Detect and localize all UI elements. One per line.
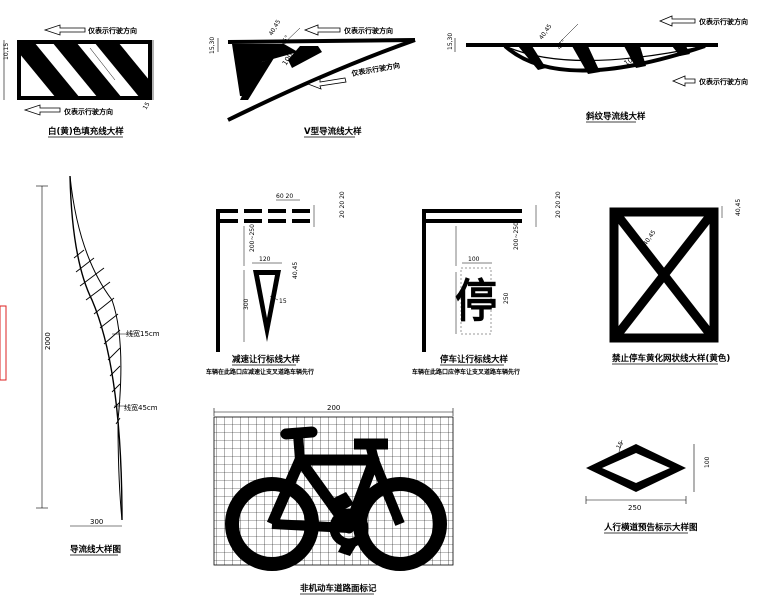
bike-dim-200: 200 [327,404,340,412]
fill-line-title: 白(黄)色填充线大样 [48,126,124,137]
no-parking-detail: 40,45 40,45 禁止停车黄化网状线大样(黄色) [609,199,742,365]
v-channel-detail: 仅表示行驶方向 仅表示行驶方向 15,30 40,45 45° 100 V型导流… [209,18,416,138]
guide-line-dim-300: 300 [90,518,103,526]
yield-dim-120: 120 [259,256,271,263]
diag-channel-arrow-top-label: 仅表示行驶方向 [698,17,748,26]
bicycle-icon [225,426,447,571]
no-parking-title: 禁止停车黄化网状线大样(黄色) [611,353,730,364]
stop-yield-detail: 停 20 20 20 200~250 100 250 停车让行标线大样 车辆在此… [412,191,562,376]
diag-channel-dim-4045: 40,45 [538,23,554,41]
crossing-title: 人行横道预告标示大样图 [604,522,698,533]
arrow-left-icon [43,24,86,36]
v-channel-dim-angle: 45° [280,34,291,47]
yield-line-title: 减速让行标线大样 [232,354,301,365]
arrow-left-icon [303,24,341,36]
yield-dim-15: 15 [279,298,287,305]
diag-channel-dim-angle: 45° [556,38,568,51]
v-channel-arrow-top-label: 仅表示行驶方向 [343,26,393,35]
fill-line-arrow-bottom-label: 仅表示行驶方向 [63,107,113,116]
crossing-dim-250: 250 [628,504,641,512]
diag-channel-title: 斜纹导流线大样 [585,111,646,122]
arrow-left-icon [658,15,696,27]
fill-line-detail: 仅表示行驶方向 仅表示行驶方向 10,15 100 45° 15 白(黄)色填充… [3,24,154,138]
yield-dim-6020: 60 20 [276,193,293,200]
crossing-dim-15: 15 [615,440,625,450]
diag-channel-arrow-bottom-label: 仅表示行驶方向 [698,77,748,86]
yield-line-subtitle: 车辆在此路口应减速让支叉道路车辆先行 [206,368,314,376]
diag-channel-dim-left: 15,30 [447,33,454,50]
guide-line-title: 导流线大样图 [70,544,121,555]
v-channel-dim-4045: 40,45 [268,18,283,37]
fill-line-dim-left: 10,15 [3,43,10,60]
crossing-detail: 15 250 100 人行横道预告标示大样图 [585,439,711,534]
yield-dim-right: 20 20 20 [339,191,346,218]
fill-line-dim-right: 15 [142,101,152,111]
bike-lane-title: 非机动车道路面标记 [300,583,377,594]
v-channel-title: V型导流线大样 [304,126,362,137]
no-parking-dim-a: 40,45 [735,199,742,216]
v-channel-dim-left: 15,30 [209,37,216,54]
yield-dim-4045: 40,45 [292,262,299,279]
crossing-dim-100: 100 [704,456,711,468]
no-parking-dim-b: 40,45 [642,229,658,247]
guide-line-width-15: 线宽15cm [126,329,160,338]
arrow-left-icon [23,104,61,116]
stop-yield-title: 停车让行标线大样 [440,354,509,365]
stop-dim-100: 100 [468,256,480,263]
bike-lane-detail: 200 非机动车道路面标记 [213,404,454,595]
diagonal-channel-detail: 仅表示行驶方向 仅表示行驶方向 15,30 40,45 45° 100 斜纹导流… [447,15,748,123]
guide-line-width-45: 线宽45cm [124,403,158,412]
arrow-left-icon [306,77,347,90]
stop-dim-right: 20 20 20 [555,191,562,218]
stop-dim-200250: 200~250 [513,222,520,250]
stop-yield-subtitle: 车辆在此路口应停车让支叉道路车辆先行 [412,368,520,376]
yield-dim-200250: 200~250 [249,224,256,252]
stop-glyph: 停 [455,275,497,328]
fill-line-arrow-top-label: 仅表示行驶方向 [87,26,137,35]
guide-line-detail: 2000 300 线宽15cm 线宽45cm 导流线大样图 [36,175,160,556]
yield-line-detail: 60 20 20 20 20 200~250 120 40,45 300 15 … [206,191,346,376]
guide-line-dim-2000: 2000 [44,332,52,350]
yield-dim-300: 300 [243,298,250,310]
stop-dim-250: 250 [503,292,510,304]
red-stamp-fragment [0,305,7,381]
arrow-left-icon [671,75,696,87]
